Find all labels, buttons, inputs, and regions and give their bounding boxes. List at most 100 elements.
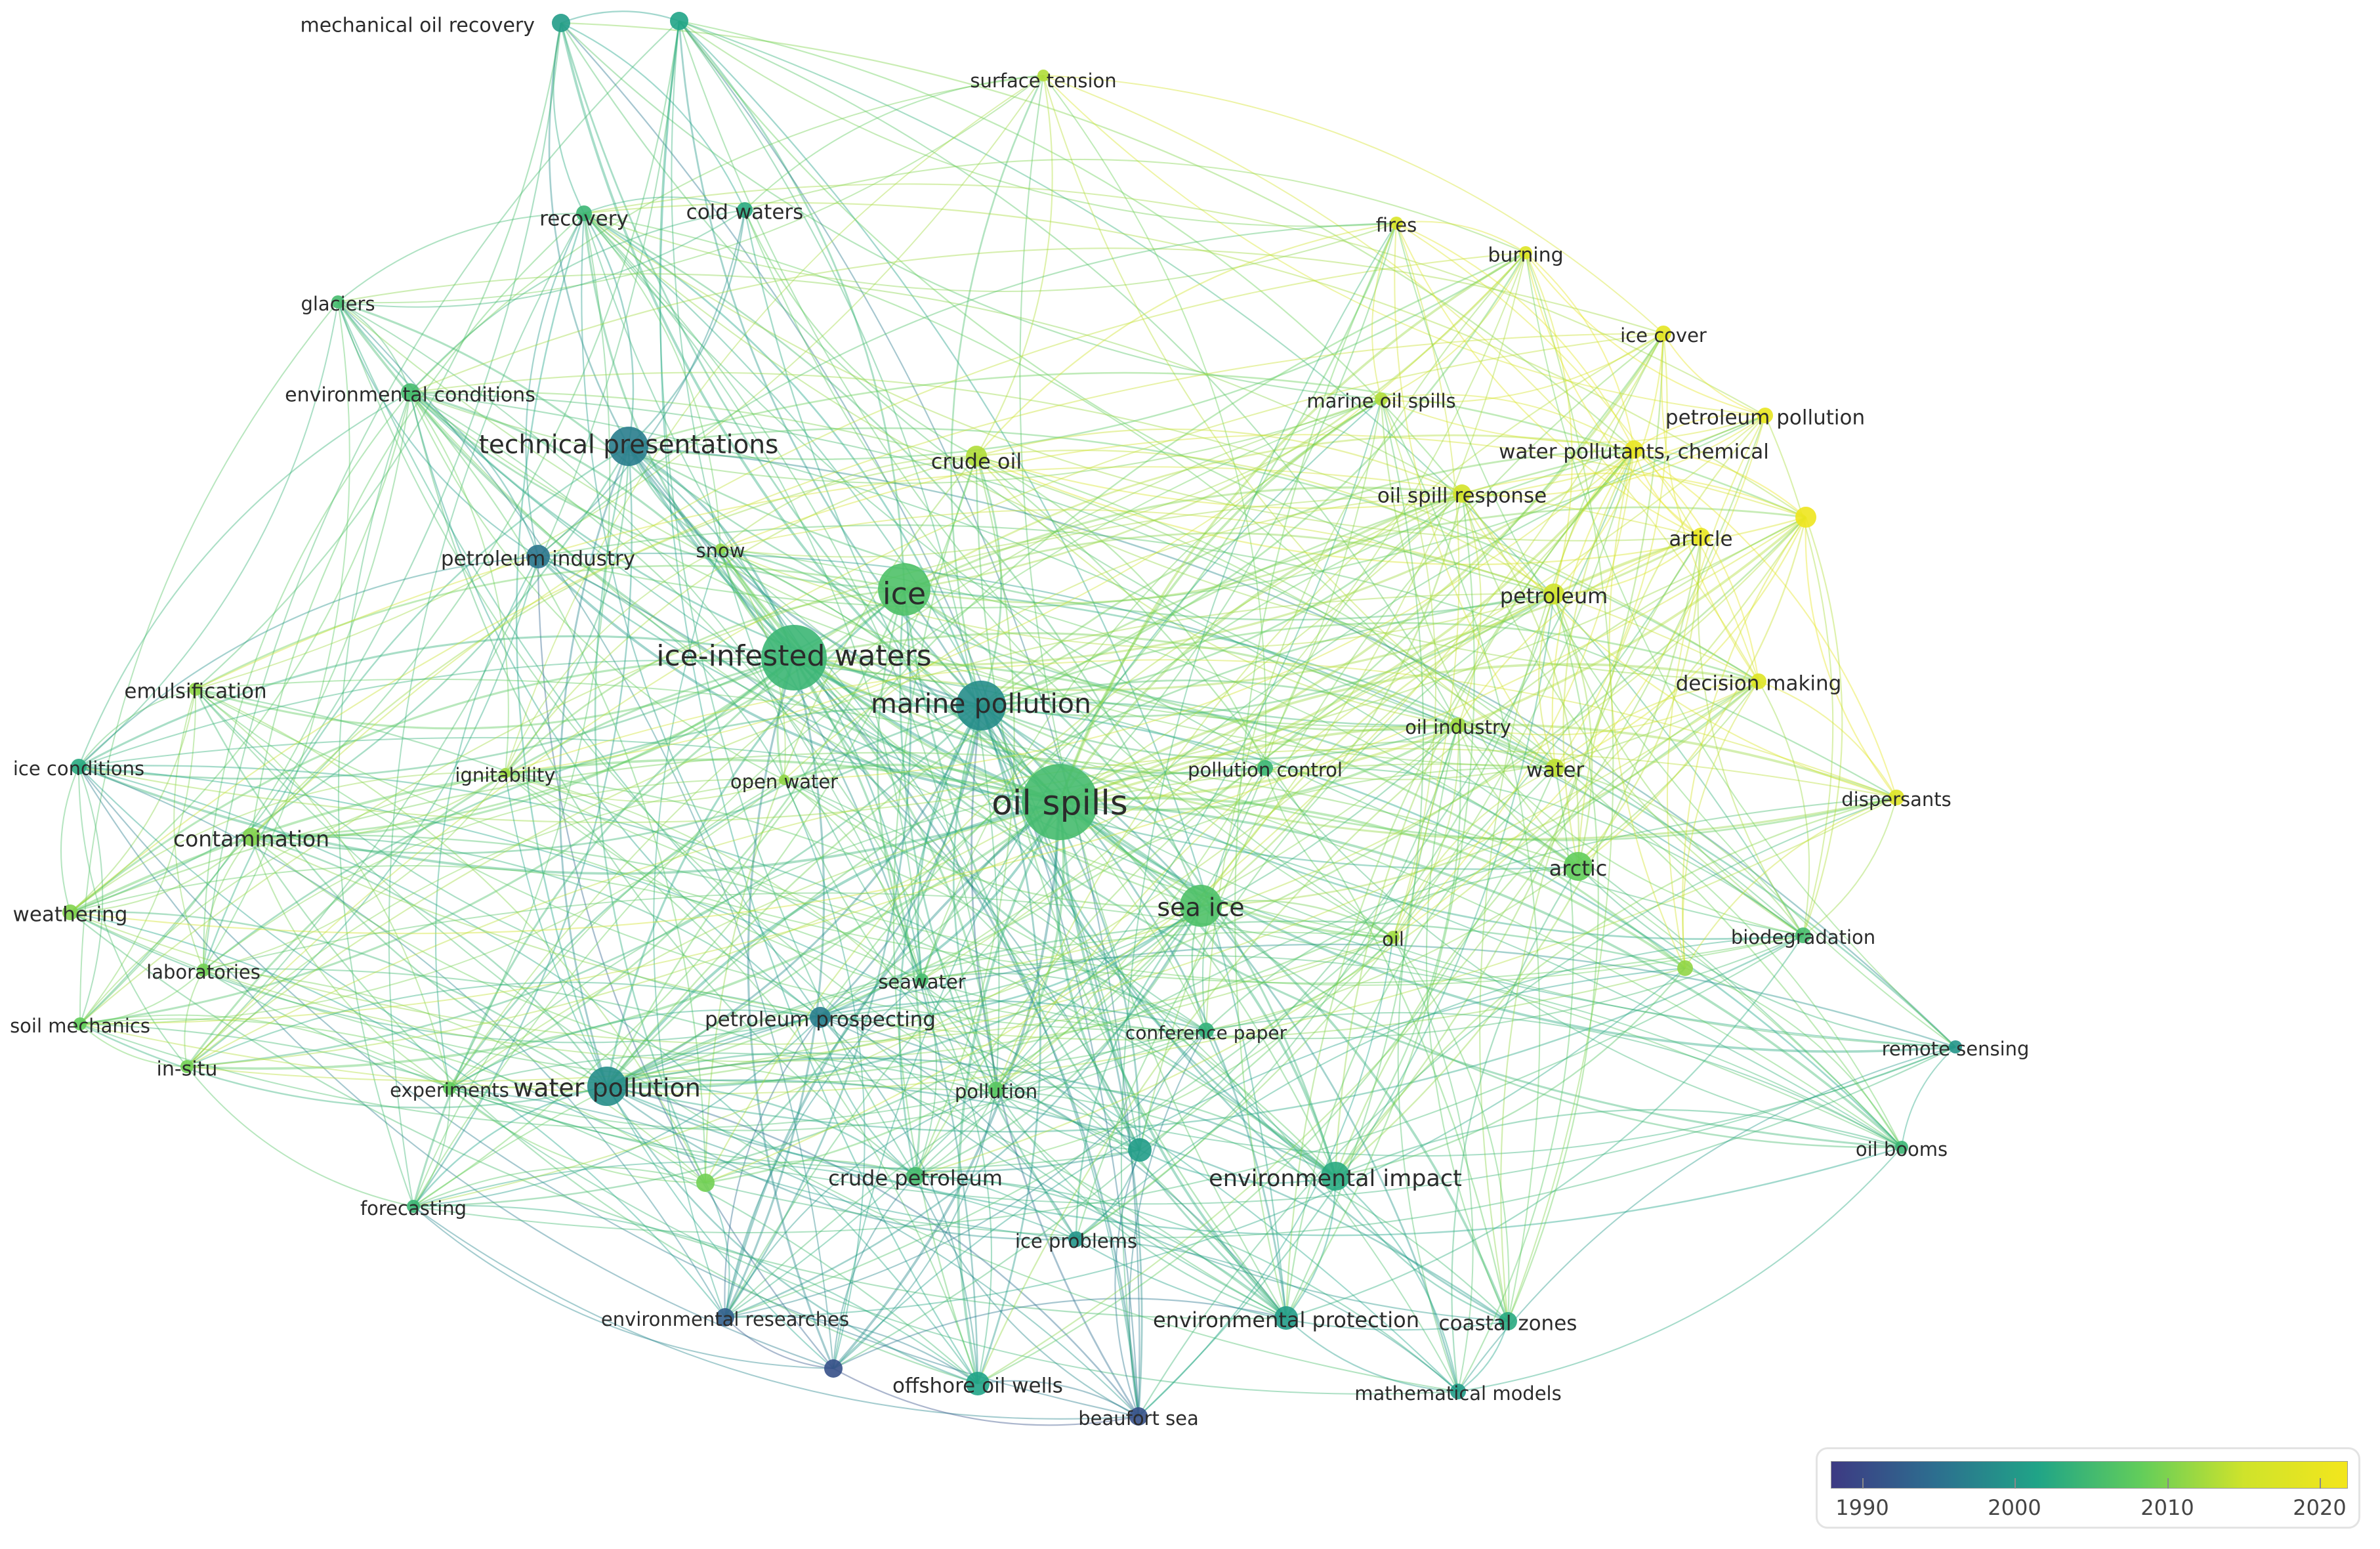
node-lab[interactable] bbox=[197, 964, 210, 977]
node-bs[interactable] bbox=[1129, 1407, 1148, 1426]
node-mor[interactable] bbox=[552, 14, 570, 32]
node-iiw[interactable] bbox=[761, 625, 827, 690]
node-dm[interactable] bbox=[1751, 673, 1766, 689]
node-seaice[interactable] bbox=[1180, 885, 1222, 927]
edge-ec-weath bbox=[70, 392, 411, 913]
node-weath[interactable] bbox=[62, 904, 78, 920]
node-osr[interactable] bbox=[1453, 484, 1471, 503]
node-pc[interactable] bbox=[1257, 760, 1273, 776]
node-rs[interactable] bbox=[1949, 1040, 1962, 1053]
edge-water-oil bbox=[1392, 767, 1556, 938]
node-cw[interactable] bbox=[737, 202, 753, 218]
node-label-pc: pollution control bbox=[1188, 759, 1343, 781]
node-wpc[interactable] bbox=[1625, 440, 1643, 459]
edge-osr-biod bbox=[1461, 493, 1804, 936]
edge-ice-ei bbox=[904, 588, 1337, 1177]
node-cont[interactable] bbox=[242, 828, 261, 846]
edge-weath-cpaper bbox=[70, 912, 1207, 1083]
node-tp[interactable] bbox=[609, 427, 648, 466]
node-ep[interactable] bbox=[1274, 1306, 1298, 1330]
node-gla[interactable] bbox=[331, 295, 344, 308]
node-forec[interactable] bbox=[407, 1200, 420, 1213]
legend-tick-2000: 2000 bbox=[1988, 1495, 2041, 1520]
node-icond[interactable] bbox=[71, 759, 87, 774]
node-os[interactable] bbox=[1022, 764, 1098, 840]
node-rec[interactable] bbox=[576, 205, 592, 221]
node-burn[interactable] bbox=[1519, 246, 1532, 259]
edge-cpaper-er bbox=[724, 1030, 1207, 1319]
node-ec[interactable] bbox=[401, 383, 419, 402]
node-icec[interactable] bbox=[1656, 326, 1671, 341]
edge-bs-oil bbox=[1138, 937, 1394, 1417]
node-emul[interactable] bbox=[189, 683, 202, 696]
node-art[interactable] bbox=[1692, 528, 1710, 546]
edge-cz-oil bbox=[1392, 937, 1510, 1322]
node-label-lab: laboratories bbox=[146, 961, 261, 983]
node-poll[interactable] bbox=[988, 1082, 1004, 1097]
node-ice[interactable] bbox=[878, 563, 930, 616]
edge-mp-poll bbox=[952, 705, 997, 1090]
node-n1[interactable] bbox=[670, 12, 688, 30]
node-label-emul: emulsification bbox=[124, 680, 266, 704]
node-oi[interactable] bbox=[1450, 717, 1466, 733]
node-n3[interactable] bbox=[1128, 1138, 1152, 1162]
node-label-poll: pollution bbox=[955, 1080, 1037, 1103]
node-n4[interactable] bbox=[824, 1359, 843, 1378]
edge-cz-mos bbox=[1381, 398, 1541, 1322]
node-wp[interactable] bbox=[587, 1067, 627, 1106]
edge-snow-ign bbox=[505, 548, 721, 774]
node-snow[interactable] bbox=[715, 543, 726, 554]
node-mos[interactable] bbox=[1375, 393, 1388, 406]
node-disp[interactable] bbox=[1889, 790, 1904, 805]
node-ppoll[interactable] bbox=[1757, 408, 1773, 423]
node-petr[interactable] bbox=[1543, 584, 1564, 605]
node-water[interactable] bbox=[1546, 759, 1564, 777]
node-mp[interactable] bbox=[956, 681, 1006, 731]
node-sm[interactable] bbox=[73, 1017, 87, 1030]
node-ign[interactable] bbox=[500, 768, 511, 778]
edge-dm-water bbox=[1555, 680, 1759, 769]
node-cp[interactable] bbox=[906, 1167, 925, 1185]
edge-mor-n1 bbox=[560, 11, 680, 24]
node-biod[interactable] bbox=[1795, 927, 1811, 943]
edge-ice-ep bbox=[903, 589, 1287, 1319]
node-cpaper[interactable] bbox=[1198, 1023, 1214, 1038]
edge-n2-cp bbox=[705, 1159, 916, 1183]
edge-rec-n5 bbox=[583, 202, 1806, 518]
node-ow[interactable] bbox=[779, 774, 789, 785]
edge-cont-lab bbox=[202, 836, 252, 971]
node-n6[interactable] bbox=[1677, 960, 1693, 976]
edge-mp-arctic bbox=[980, 701, 1579, 868]
edge-snow-dm bbox=[720, 509, 1759, 682]
node-n2[interactable] bbox=[696, 1174, 715, 1192]
node-cz[interactable] bbox=[1499, 1312, 1517, 1330]
node-er[interactable] bbox=[716, 1308, 734, 1326]
node-oil[interactable] bbox=[1387, 931, 1400, 944]
node-co[interactable] bbox=[966, 446, 987, 467]
node-seaw[interactable] bbox=[915, 973, 929, 987]
edge-wp-bs bbox=[606, 1085, 1139, 1417]
edge-ign-cont bbox=[251, 773, 506, 840]
node-pp[interactable] bbox=[810, 1007, 831, 1028]
node-sow[interactable] bbox=[966, 1372, 990, 1395]
node-fires[interactable] bbox=[1390, 217, 1403, 230]
edge-mp-n5 bbox=[980, 506, 1806, 707]
node-mm[interactable] bbox=[1450, 1384, 1466, 1399]
node-arctic[interactable] bbox=[1564, 852, 1593, 881]
node-exp[interactable] bbox=[443, 1082, 456, 1095]
edge-mor-sm bbox=[79, 22, 562, 1025]
edge-wp-cp bbox=[606, 1084, 916, 1178]
edge-cw-tp bbox=[628, 209, 746, 447]
node-ei[interactable] bbox=[1321, 1162, 1350, 1191]
edge-sm-cpaper bbox=[79, 1023, 1207, 1130]
node-pi[interactable] bbox=[526, 545, 550, 568]
node-ip[interactable] bbox=[1068, 1231, 1084, 1247]
edge-exp-n2 bbox=[449, 1088, 706, 1184]
edge-sm-n2 bbox=[79, 1018, 706, 1183]
node-insitu[interactable] bbox=[180, 1060, 194, 1073]
node-st[interactable] bbox=[1037, 70, 1049, 81]
node-n5[interactable] bbox=[1795, 507, 1816, 528]
edge-mp-cont bbox=[251, 704, 982, 855]
node-ob[interactable] bbox=[1895, 1141, 1908, 1154]
edge-osr-oi bbox=[1457, 493, 1482, 726]
